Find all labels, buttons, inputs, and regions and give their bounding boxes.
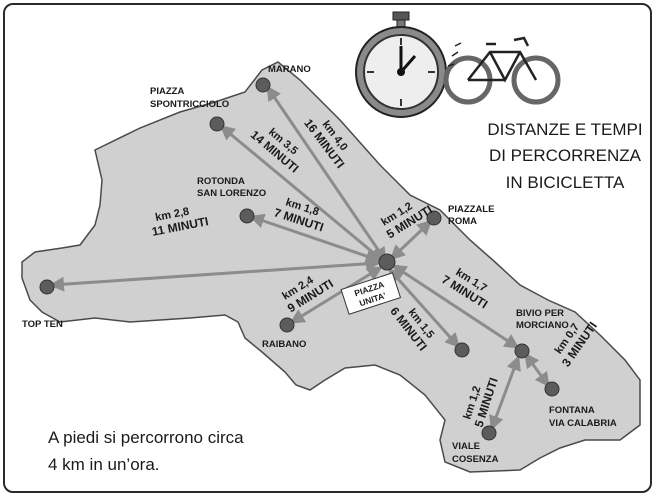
place-fontana-line2: VIA CALABRIA [549,418,617,429]
place-rotonda-line1: ROTONDA [197,176,245,187]
place-bivio-line2: MORCIANO [516,320,569,331]
place-spontricciolo-line2: SPONTRICCIOLO [150,99,229,110]
route-south [387,267,461,349]
route-vialecosenza [489,355,521,431]
node-raibano [279,317,295,333]
node-marano [255,77,271,93]
place-raibano: RAIBANO [262,339,306,350]
node-fontana [544,381,560,397]
node-spontricciolo [209,116,225,132]
node-south [454,342,470,358]
place-vialecosenza-line2: COSENZA [452,454,499,465]
place-spontricciolo-line1: PIAZZA [150,86,184,97]
center-label: PIAZZA UNITA' [340,272,402,315]
node-piazzaleroma [426,210,442,226]
title-line3: IN BICICLETTA [506,173,625,192]
figure-border [3,3,652,493]
title-line1: DISTANZE E TEMPI [487,120,642,139]
walking-note-line2: 4 km in un’ora. [48,455,160,474]
routes [49,85,550,431]
route-label-topten: km 2,8 11 MINUTI [151,206,210,239]
place-piazzaleroma-line2: ROMA [448,216,477,227]
place-vialecosenza-line1: VIALE [452,441,480,452]
place-marano: MARANO [268,64,311,75]
route-raibano [289,266,383,324]
place-fontana-line1: FONTANA [549,405,595,416]
node-bivio [514,343,530,359]
place-rotonda-line2: SAN LORENZO [197,188,266,199]
place-topten: TOP TEN [22,319,63,330]
route-fontana [524,352,550,388]
walking-note-line1: A piedi si percorrono circa [48,428,244,447]
bicycle-icon [443,36,561,105]
node-vialecosenza [481,425,497,441]
route-rotonda [249,213,381,264]
node-topten [39,279,55,295]
node-rotonda [239,208,255,224]
route-piazzaleroma [389,219,433,261]
title-line2: DI PERCORRENZA [489,146,642,165]
place-bivio-line1: BIVIO PER [516,308,564,319]
place-piazzaleroma-line1: PIAZZALE [448,204,494,215]
stopwatch-icon [355,11,447,118]
node-center [378,253,396,271]
